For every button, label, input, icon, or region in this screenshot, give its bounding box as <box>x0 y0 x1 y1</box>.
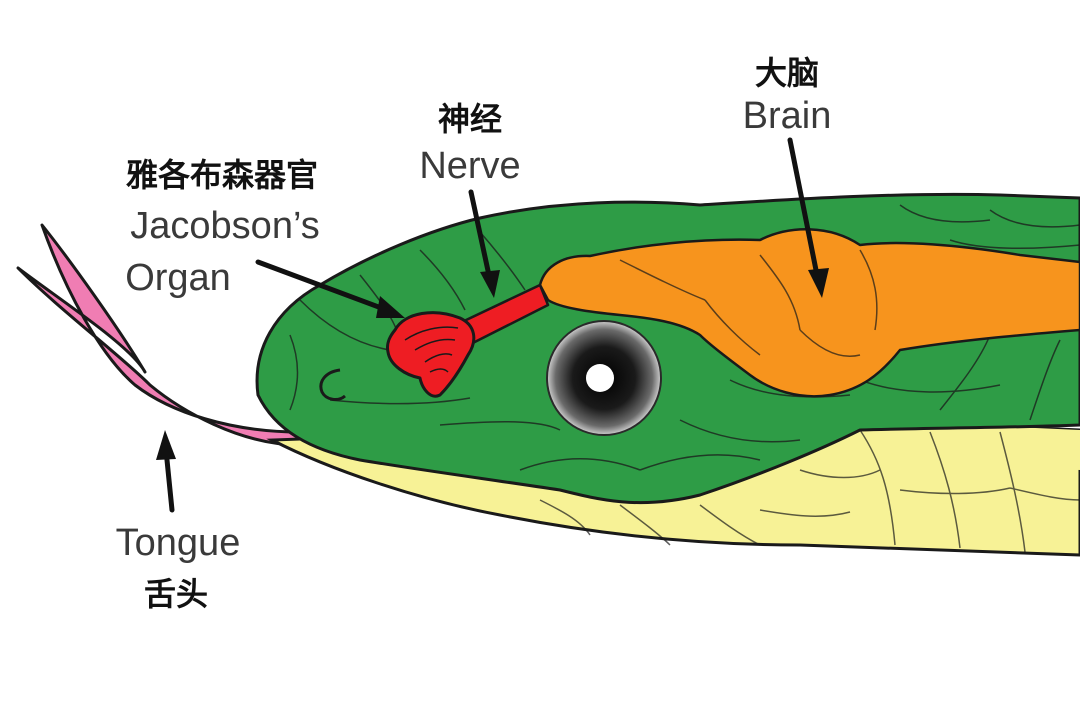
label-jacobson-en-1: Jacobson’s <box>130 205 319 247</box>
label-tongue: Tongue 舌头 <box>116 522 241 613</box>
label-jacobson-zh: 雅各布森器官 <box>126 156 318 194</box>
label-jacobson: 雅各布森器官 Jacobson’s Organ <box>125 156 320 299</box>
label-brain-en: Brain <box>743 95 832 137</box>
label-brain: 大脑 Brain <box>743 54 832 137</box>
eye <box>547 321 661 435</box>
label-jacobson-en-2: Organ <box>125 257 231 299</box>
label-nerve-zh: 神经 <box>438 100 502 138</box>
tongue-arrow <box>156 430 176 510</box>
label-nerve-en: Nerve <box>419 145 520 187</box>
label-nerve: 神经 Nerve <box>419 100 520 187</box>
label-tongue-zh: 舌头 <box>144 575 208 613</box>
label-brain-zh: 大脑 <box>755 54 819 92</box>
label-tongue-en: Tongue <box>116 522 241 564</box>
